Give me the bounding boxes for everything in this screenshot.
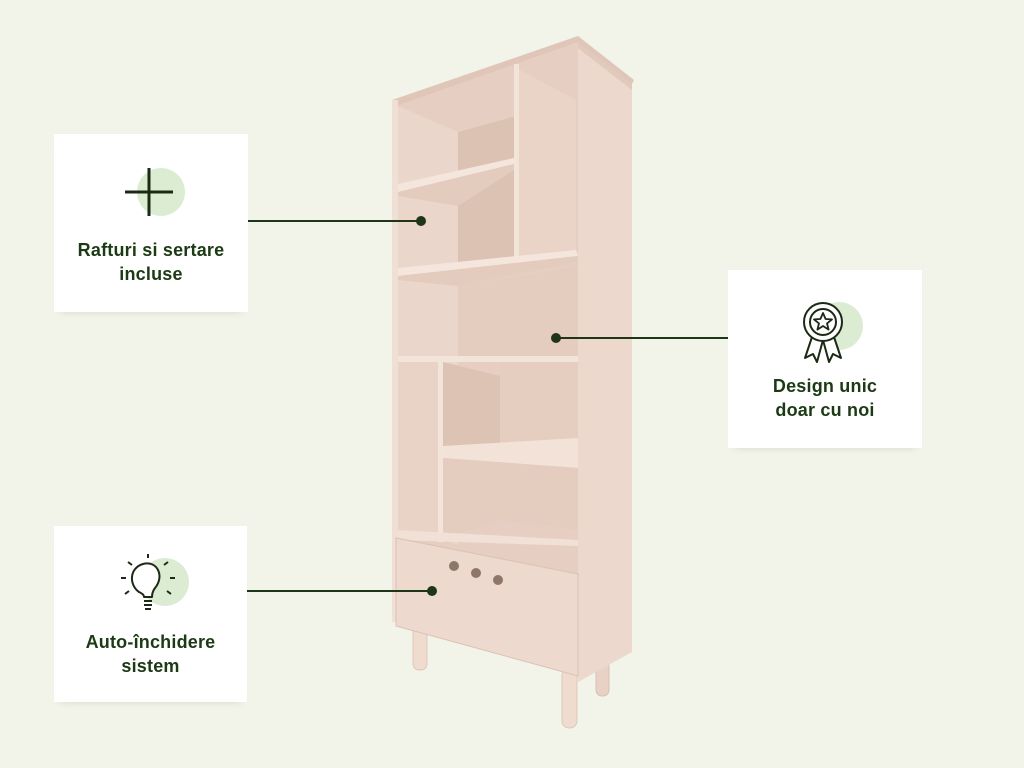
plus-icon bbox=[111, 160, 191, 230]
connector-dot-design bbox=[551, 333, 561, 343]
drawer-handle-hole bbox=[471, 568, 481, 578]
drawer-handle-hole bbox=[449, 561, 459, 571]
feature-label: Auto-închidere sistem bbox=[85, 632, 216, 676]
drawer-handle-hole bbox=[493, 575, 503, 585]
feature-label: Rafturi si sertare incluse bbox=[77, 240, 225, 284]
connector-dot-shelves bbox=[416, 216, 426, 226]
award-ribbon-icon bbox=[785, 296, 865, 366]
connector-dot-closing bbox=[427, 586, 437, 596]
lightbulb-icon bbox=[111, 552, 191, 622]
side-panel bbox=[578, 40, 632, 682]
feature-card-design: Design unic doar cu noi bbox=[728, 270, 922, 448]
feature-label: Design unic doar cu noi bbox=[772, 376, 878, 420]
feature-card-shelves: Rafturi si sertare incluse bbox=[54, 134, 248, 312]
feature-card-closing: Auto-închidere sistem bbox=[54, 526, 247, 702]
drawer-front bbox=[395, 537, 579, 677]
